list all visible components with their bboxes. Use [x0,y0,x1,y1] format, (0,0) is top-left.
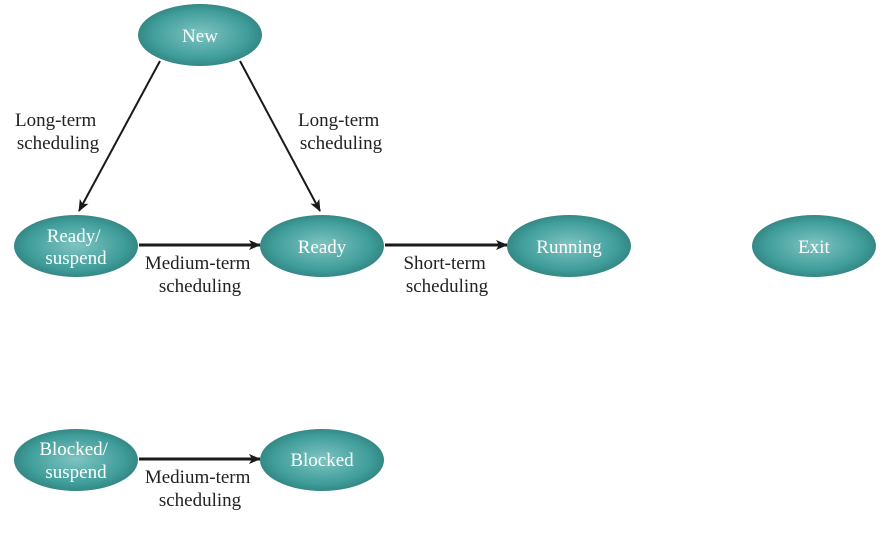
edge-label-ready-suspend-to-ready: Medium-term scheduling [145,253,255,297]
state-node-ready: Ready [260,215,384,277]
edge-label-new-to-ready: Long-term scheduling [298,110,384,154]
state-node-blocked-suspend: Blocked/ suspend [14,429,138,491]
edge-new-to-ready [239,60,321,212]
state-node-blocked: Blocked [260,429,384,491]
state-node-exit: Exit [752,215,876,277]
state-label-ready: Ready [298,237,347,258]
edge-new-to-ready-suspend [78,60,161,212]
state-label-ready-suspend: Ready/ suspend [45,226,107,269]
edge-label-new-to-ready-suspend: Long-term scheduling [15,110,101,154]
state-label-exit: Exit [798,237,830,258]
state-label-running: Running [536,237,602,258]
edge-label-ready-to-running: Short-term scheduling [403,253,490,297]
state-label-blocked: Blocked [290,450,354,471]
state-node-ready-suspend: Ready/ suspend [14,215,138,277]
state-label-new: New [182,26,218,47]
edge-label-blocked-suspend-to-blocked: Medium-term scheduling [145,467,255,511]
state-label-blocked-suspend: Blocked/ suspend [39,439,112,483]
state-node-new: New [138,4,262,66]
state-node-running: Running [507,215,631,277]
